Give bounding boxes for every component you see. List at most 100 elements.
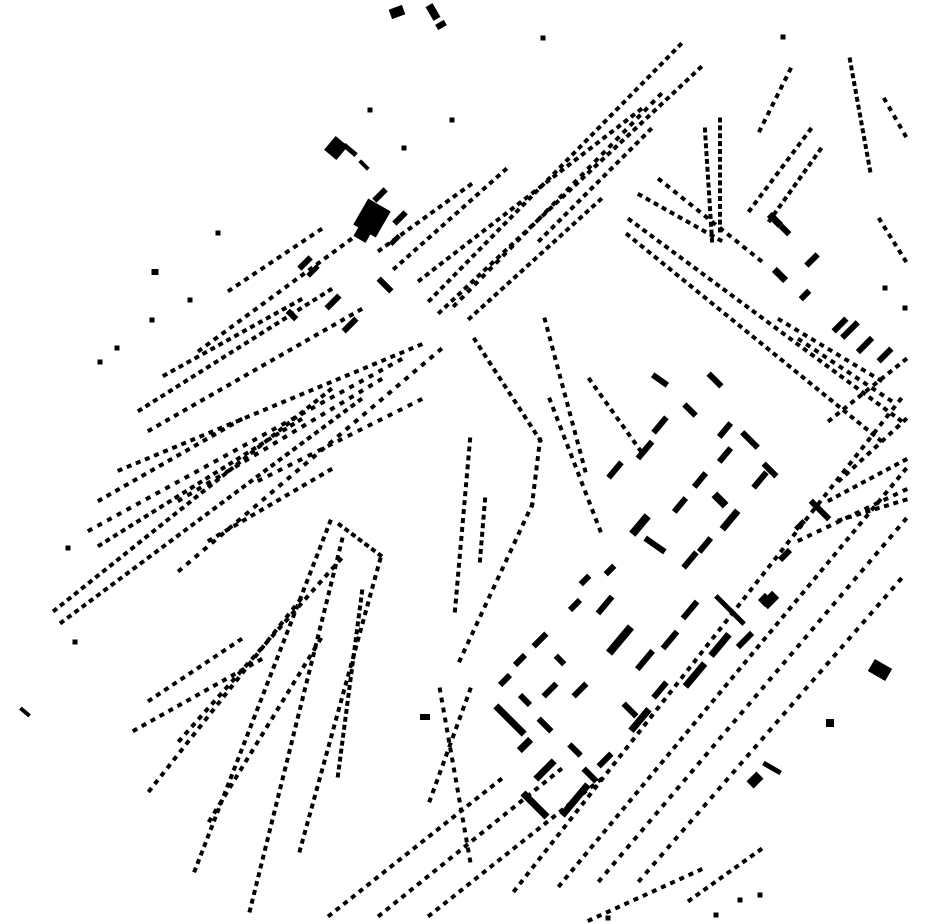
small-building bbox=[201, 437, 209, 443]
small-building bbox=[326, 467, 334, 473]
small-building bbox=[455, 580, 460, 586]
large-building bbox=[353, 198, 391, 238]
small-building bbox=[384, 905, 392, 912]
small-building bbox=[757, 340, 765, 347]
small-building bbox=[837, 543, 845, 551]
small-building bbox=[251, 367, 259, 373]
small-building bbox=[721, 287, 729, 294]
small-building bbox=[299, 410, 307, 417]
small-building bbox=[359, 589, 365, 595]
large-building bbox=[324, 135, 348, 161]
small-building bbox=[302, 829, 308, 836]
small-building bbox=[436, 308, 444, 316]
small-building bbox=[860, 366, 867, 374]
small-building bbox=[749, 852, 756, 859]
small-building bbox=[106, 516, 113, 523]
small-building bbox=[620, 423, 627, 430]
small-building bbox=[624, 231, 632, 239]
small-building bbox=[258, 697, 264, 704]
small-building bbox=[635, 113, 642, 120]
small-building bbox=[220, 329, 227, 336]
small-building bbox=[326, 380, 333, 386]
small-building bbox=[514, 207, 521, 214]
small-building bbox=[323, 254, 330, 261]
small-building bbox=[358, 597, 364, 603]
small-building bbox=[754, 578, 761, 585]
small-building bbox=[306, 669, 312, 676]
small-building bbox=[813, 385, 821, 392]
small-building bbox=[138, 559, 146, 566]
small-building bbox=[436, 203, 444, 210]
small-building bbox=[889, 482, 896, 489]
small-building bbox=[565, 161, 573, 168]
small-building bbox=[257, 319, 264, 326]
small-building bbox=[367, 372, 375, 379]
small-building bbox=[556, 881, 564, 889]
small-building bbox=[518, 267, 526, 274]
small-building bbox=[131, 564, 138, 571]
small-building bbox=[251, 889, 257, 896]
small-building bbox=[821, 353, 828, 360]
small-building bbox=[670, 249, 677, 256]
small-building bbox=[311, 794, 318, 801]
small-building bbox=[651, 860, 658, 867]
small-building bbox=[901, 516, 909, 524]
small-building bbox=[480, 523, 486, 529]
small-building bbox=[357, 887, 365, 894]
small-building bbox=[709, 793, 716, 800]
small-building bbox=[614, 105, 621, 112]
small-building bbox=[806, 160, 814, 168]
small-building bbox=[326, 386, 334, 394]
small-building bbox=[262, 445, 269, 452]
small-building bbox=[702, 213, 710, 221]
small-building bbox=[795, 693, 803, 700]
small-building bbox=[295, 342, 302, 348]
small-building bbox=[715, 305, 723, 313]
small-building bbox=[799, 589, 806, 597]
small-building bbox=[243, 456, 250, 464]
small-building bbox=[659, 758, 666, 766]
small-building bbox=[845, 583, 852, 591]
small-building bbox=[434, 905, 441, 912]
small-building bbox=[356, 396, 364, 404]
small-building bbox=[416, 397, 424, 403]
small-building bbox=[509, 205, 516, 212]
small-building bbox=[536, 236, 544, 244]
small-building bbox=[506, 390, 514, 398]
small-building bbox=[466, 446, 472, 452]
large-building bbox=[571, 681, 589, 699]
large-building bbox=[696, 536, 714, 554]
small-building bbox=[823, 608, 831, 616]
large-building bbox=[777, 547, 793, 563]
small-building bbox=[495, 226, 502, 234]
small-building bbox=[452, 249, 459, 256]
small-building bbox=[337, 756, 343, 762]
small-building bbox=[816, 617, 824, 624]
small-building bbox=[509, 804, 517, 811]
small-building bbox=[659, 260, 667, 267]
small-building bbox=[595, 835, 602, 843]
small-building bbox=[152, 397, 159, 404]
small-building bbox=[839, 643, 846, 650]
small-building bbox=[447, 741, 453, 749]
small-building bbox=[687, 283, 695, 290]
small-building bbox=[281, 637, 287, 644]
small-building bbox=[453, 598, 459, 604]
small-building bbox=[463, 491, 468, 497]
large-building bbox=[761, 461, 779, 479]
small-building bbox=[749, 250, 756, 257]
small-building bbox=[463, 482, 469, 488]
small-building bbox=[703, 751, 710, 758]
small-building bbox=[469, 629, 476, 636]
small-building bbox=[796, 336, 804, 344]
small-building bbox=[376, 376, 384, 384]
small-building bbox=[251, 714, 258, 721]
small-building bbox=[876, 216, 884, 224]
small-building bbox=[586, 164, 593, 171]
small-building bbox=[894, 362, 901, 370]
small-building bbox=[319, 767, 325, 774]
small-building bbox=[190, 402, 197, 408]
small-building bbox=[361, 410, 368, 418]
small-building bbox=[865, 436, 873, 443]
small-building bbox=[586, 168, 593, 175]
